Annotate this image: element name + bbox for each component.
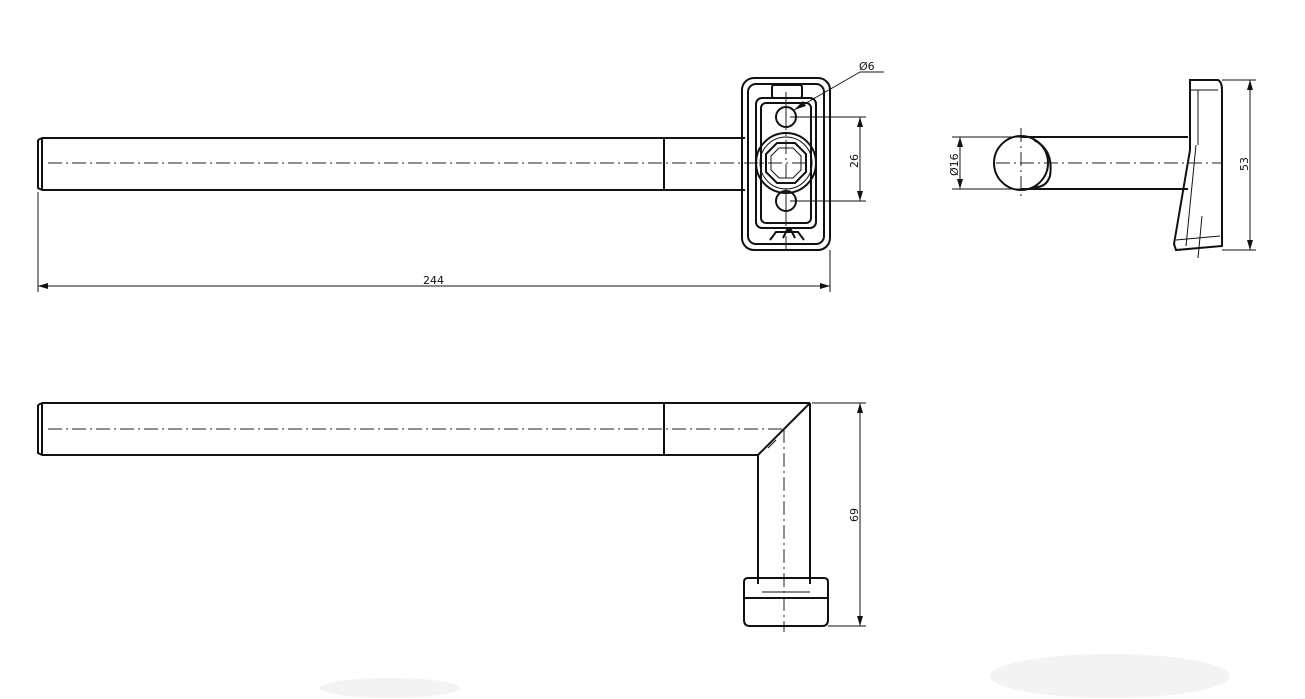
hole-spacing-dimension: 26 bbox=[790, 116, 866, 202]
mount-bottom-clip bbox=[769, 231, 805, 241]
mount-top-clip bbox=[771, 84, 803, 99]
front-base-bottom bbox=[743, 597, 829, 627]
center-boss-hex bbox=[765, 142, 807, 184]
front-view: 69 bbox=[37, 402, 866, 632]
side-mount-outline bbox=[1172, 79, 1223, 252]
side-height-label: 53 bbox=[1238, 157, 1251, 171]
side-view: Ø16 53 bbox=[948, 79, 1256, 259]
tube-diameter-label: Ø16 bbox=[948, 153, 961, 176]
overall-length-dimension: 244 bbox=[37, 192, 831, 292]
side-height-dimension: 53 bbox=[1222, 79, 1256, 251]
hole-diameter-callout: Ø6 bbox=[793, 60, 884, 111]
front-base-top bbox=[743, 577, 829, 598]
tube-end-shoulder bbox=[1033, 139, 1052, 189]
front-height-dimension: 69 bbox=[812, 402, 866, 627]
top-bar-outline bbox=[37, 137, 745, 191]
hole-spacing-label: 26 bbox=[848, 154, 861, 168]
mount-bottom-screw bbox=[782, 229, 796, 239]
top-view: Ø6 26 244 bbox=[37, 60, 884, 292]
front-bar-outline bbox=[37, 402, 810, 456]
overall-length-label: 244 bbox=[423, 274, 444, 287]
front-height-label: 69 bbox=[848, 508, 861, 522]
tube-diameter-dimension: Ø16 bbox=[948, 136, 1021, 190]
bottom-smudges bbox=[320, 654, 1230, 698]
hole-diameter-label: Ø6 bbox=[859, 60, 875, 73]
